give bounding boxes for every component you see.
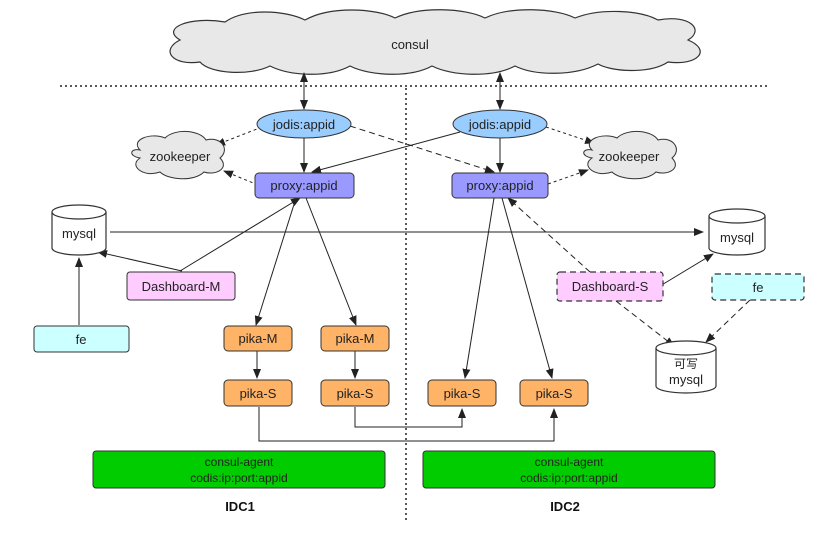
pika-m-label: pika-M [335,331,374,346]
writable-label: 可写 [674,357,698,371]
pika-m-node-2: pika-M [320,325,390,352]
pika-s-node-1: pika-S [223,379,293,407]
consul-agent-idc2: consul-agent codis:ip:port:appid [422,450,716,489]
zookeeper-cloud-idc1: zookeeper [131,131,225,180]
pika-s-label: pika-S [444,386,481,401]
pika-s-node-3: pika-S [427,379,497,407]
dashboards-proxy2-link [507,197,591,273]
zookeeper-label: zookeeper [150,149,211,164]
dashboard-s-label: Dashboard-S [572,279,649,294]
jodis-node-idc1: jodis:appid [256,109,352,139]
dashboard-m-label: Dashboard-M [142,279,221,294]
jodis2-proxy1-link [311,131,461,174]
jodis-label: jodis:appid [468,117,531,132]
zookeeper-label: zookeeper [599,149,660,164]
proxy-label: proxy:appid [270,178,337,193]
agent-service-label: codis:ip:port:appid [520,471,617,485]
pika-m-label: pika-M [238,331,277,346]
jodis-node-idc2: jodis:appid [452,109,548,139]
proxy1-pikam2-link [305,197,357,326]
dashboard-s-node: Dashboard-S [556,271,664,302]
writable-mysql-label: mysql [669,372,703,387]
pika-s-node-4: pika-S [519,379,589,407]
dashboardm-mysql1-link [97,250,183,272]
mysql-db-idc1: mysql [51,204,107,256]
idc2-label: IDC2 [550,499,580,514]
dashboards-writable-mysql-link [615,300,675,347]
fe-node-idc2: fe [711,273,805,301]
pikas1-replication-link [258,407,558,442]
pika-s-node-2: pika-S [320,379,390,407]
proxy2-pikas3-link [462,197,495,379]
agent-label: consul-agent [535,455,604,469]
jodis1-proxy2-link [349,125,495,174]
jodis-label: jodis:appid [272,117,335,132]
dashboardm-proxy1-link [179,197,301,272]
fe-label: fe [76,332,87,347]
pika-s-label: pika-S [337,386,374,401]
mysql-label: mysql [62,226,96,241]
proxy2-pikas4-link [501,197,554,379]
connectors [75,72,751,442]
consul-label: consul [391,37,429,52]
dashboard-m-node: Dashboard-M [126,271,236,301]
proxy-node-idc2: proxy:appid [451,172,549,199]
zookeeper-cloud-idc2: zookeeper [583,131,677,180]
mysql-db-idc2: mysql [708,208,766,256]
fe-label: fe [753,280,764,295]
jodis1-zk1-link [215,126,263,146]
jodis2-zk2-link [545,126,595,144]
consul-cloud: consul [169,9,701,75]
fe-node-idc1: fe [33,325,130,353]
dashboards-mysql2-link [659,253,714,287]
mysql-label: mysql [720,230,754,245]
agent-service-label: codis:ip:port:appid [190,471,287,485]
pika-s-label: pika-S [536,386,573,401]
proxy1-pikam1-link [254,197,297,326]
proxy-node-idc1: proxy:appid [254,172,355,199]
agent-label: consul-agent [205,455,274,469]
pika-s-label: pika-S [240,386,277,401]
proxy-label: proxy:appid [466,178,533,193]
consul-agent-idc1: consul-agent codis:ip:port:appid [92,450,386,489]
idc1-label: IDC1 [225,499,255,514]
proxy2-zk2-link [547,169,589,185]
pika-m-node-1: pika-M [223,325,293,352]
proxy1-zk1-link [223,170,259,186]
fe2-writable-mysql-link [705,299,751,343]
pikas2-replication-link [354,407,466,428]
writable-mysql-db-idc2: 可写 mysql [655,340,717,394]
